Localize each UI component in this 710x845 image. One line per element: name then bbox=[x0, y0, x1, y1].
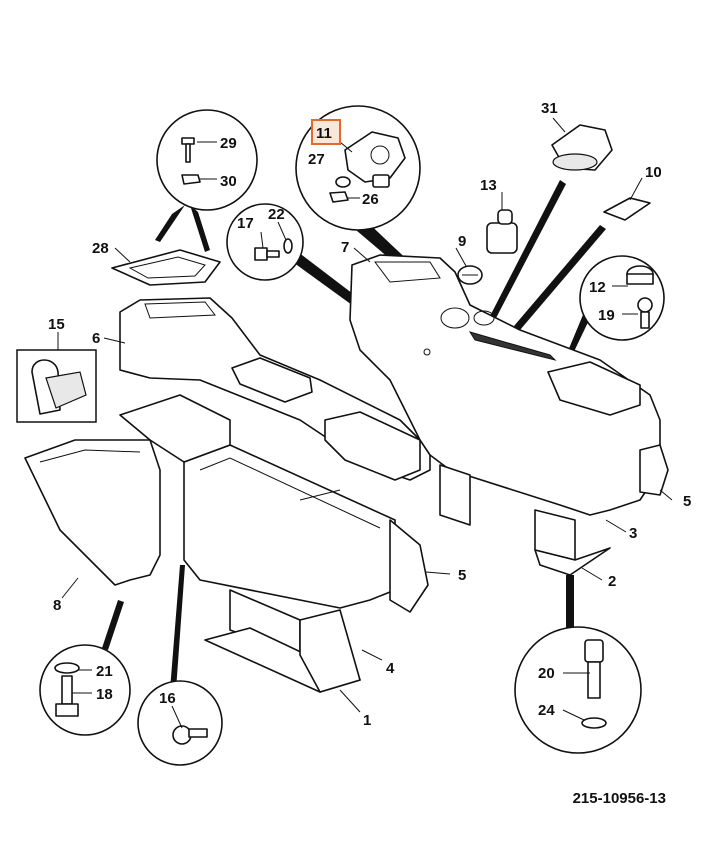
bolt-17 bbox=[254, 247, 280, 261]
detail-circle-29-30 bbox=[156, 109, 258, 211]
callout-24[interactable]: 24 bbox=[538, 702, 555, 719]
callout-9[interactable]: 9 bbox=[458, 233, 466, 250]
callout-13[interactable]: 13 bbox=[480, 177, 497, 194]
callout-1[interactable]: 1 bbox=[363, 712, 371, 729]
detail-circle-17-22 bbox=[226, 203, 304, 281]
callout-8[interactable]: 8 bbox=[53, 597, 61, 614]
gasket-28 bbox=[111, 249, 221, 286]
callout-31[interactable]: 31 bbox=[541, 100, 558, 117]
part-9-cap bbox=[457, 265, 483, 285]
callout-19[interactable]: 19 bbox=[598, 307, 615, 324]
callouts: 11 27 26 29 30 31 10 13 9 7 17 22 28 12 … bbox=[48, 100, 691, 729]
callout-6[interactable]: 6 bbox=[92, 330, 100, 347]
part-10-cover bbox=[603, 197, 651, 221]
callout-16[interactable]: 16 bbox=[159, 690, 176, 707]
callout-11[interactable]: 11 bbox=[316, 125, 332, 142]
screw-19 bbox=[637, 297, 653, 329]
part-12-plug bbox=[626, 265, 654, 285]
part-13-knob bbox=[486, 209, 518, 254]
bolt-18 bbox=[55, 675, 79, 717]
leader-wedge-12-19 bbox=[565, 310, 590, 360]
right-console-assembly bbox=[349, 254, 669, 576]
leader-wedge-16 bbox=[170, 565, 185, 690]
leader-wedge-29-30 bbox=[155, 205, 185, 242]
callout-3[interactable]: 3 bbox=[629, 525, 637, 542]
washer-22 bbox=[283, 238, 293, 254]
bolt-29 bbox=[181, 137, 195, 163]
washer-21 bbox=[54, 662, 80, 674]
callout-17[interactable]: 17 bbox=[237, 215, 254, 232]
callout-11-highlight-box bbox=[311, 119, 341, 145]
washer-27 bbox=[335, 176, 351, 188]
part-31-switch-boot bbox=[551, 124, 613, 171]
callout-12[interactable]: 12 bbox=[589, 279, 606, 296]
callout-15[interactable]: 15 bbox=[48, 316, 65, 333]
detail-circle-12-19 bbox=[579, 255, 665, 341]
leader-wedge-10 bbox=[514, 225, 606, 330]
detail-circle-20-24 bbox=[514, 626, 642, 754]
callout-27[interactable]: 27 bbox=[308, 151, 325, 168]
callout-7[interactable]: 7 bbox=[341, 239, 349, 256]
callout-4[interactable]: 4 bbox=[386, 660, 395, 677]
leader-wedge-20-24 bbox=[566, 575, 574, 630]
nut-30 bbox=[181, 174, 201, 185]
callout-2[interactable]: 2 bbox=[608, 573, 616, 590]
callout-30[interactable]: 30 bbox=[220, 173, 237, 190]
screw-16 bbox=[172, 725, 208, 745]
detail-circle-21-18 bbox=[39, 644, 131, 736]
nut-26 bbox=[329, 191, 349, 203]
callout-18[interactable]: 18 bbox=[96, 686, 113, 703]
callout-5-right[interactable]: 5 bbox=[683, 493, 691, 510]
callout-22[interactable]: 22 bbox=[268, 206, 285, 223]
callout-26[interactable]: 26 bbox=[362, 191, 379, 208]
part-11-switch bbox=[344, 131, 406, 188]
leader-wedge-21-18 bbox=[102, 600, 124, 650]
leader-wedge-29-30b bbox=[190, 205, 210, 252]
callout-21[interactable]: 21 bbox=[96, 663, 113, 680]
left-console-assembly bbox=[24, 297, 431, 693]
callout-10[interactable]: 10 bbox=[645, 164, 662, 181]
drawing-reference-code: 215-10956-13 bbox=[572, 790, 666, 807]
callout-5-left[interactable]: 5 bbox=[458, 567, 466, 584]
callout-28[interactable]: 28 bbox=[92, 240, 109, 257]
bolt-20 bbox=[584, 639, 604, 699]
washer-24 bbox=[581, 717, 607, 729]
leader-wedge-31 bbox=[489, 180, 566, 320]
part-15-inset bbox=[16, 349, 97, 423]
callout-29[interactable]: 29 bbox=[220, 135, 237, 152]
callout-20[interactable]: 20 bbox=[538, 665, 555, 682]
